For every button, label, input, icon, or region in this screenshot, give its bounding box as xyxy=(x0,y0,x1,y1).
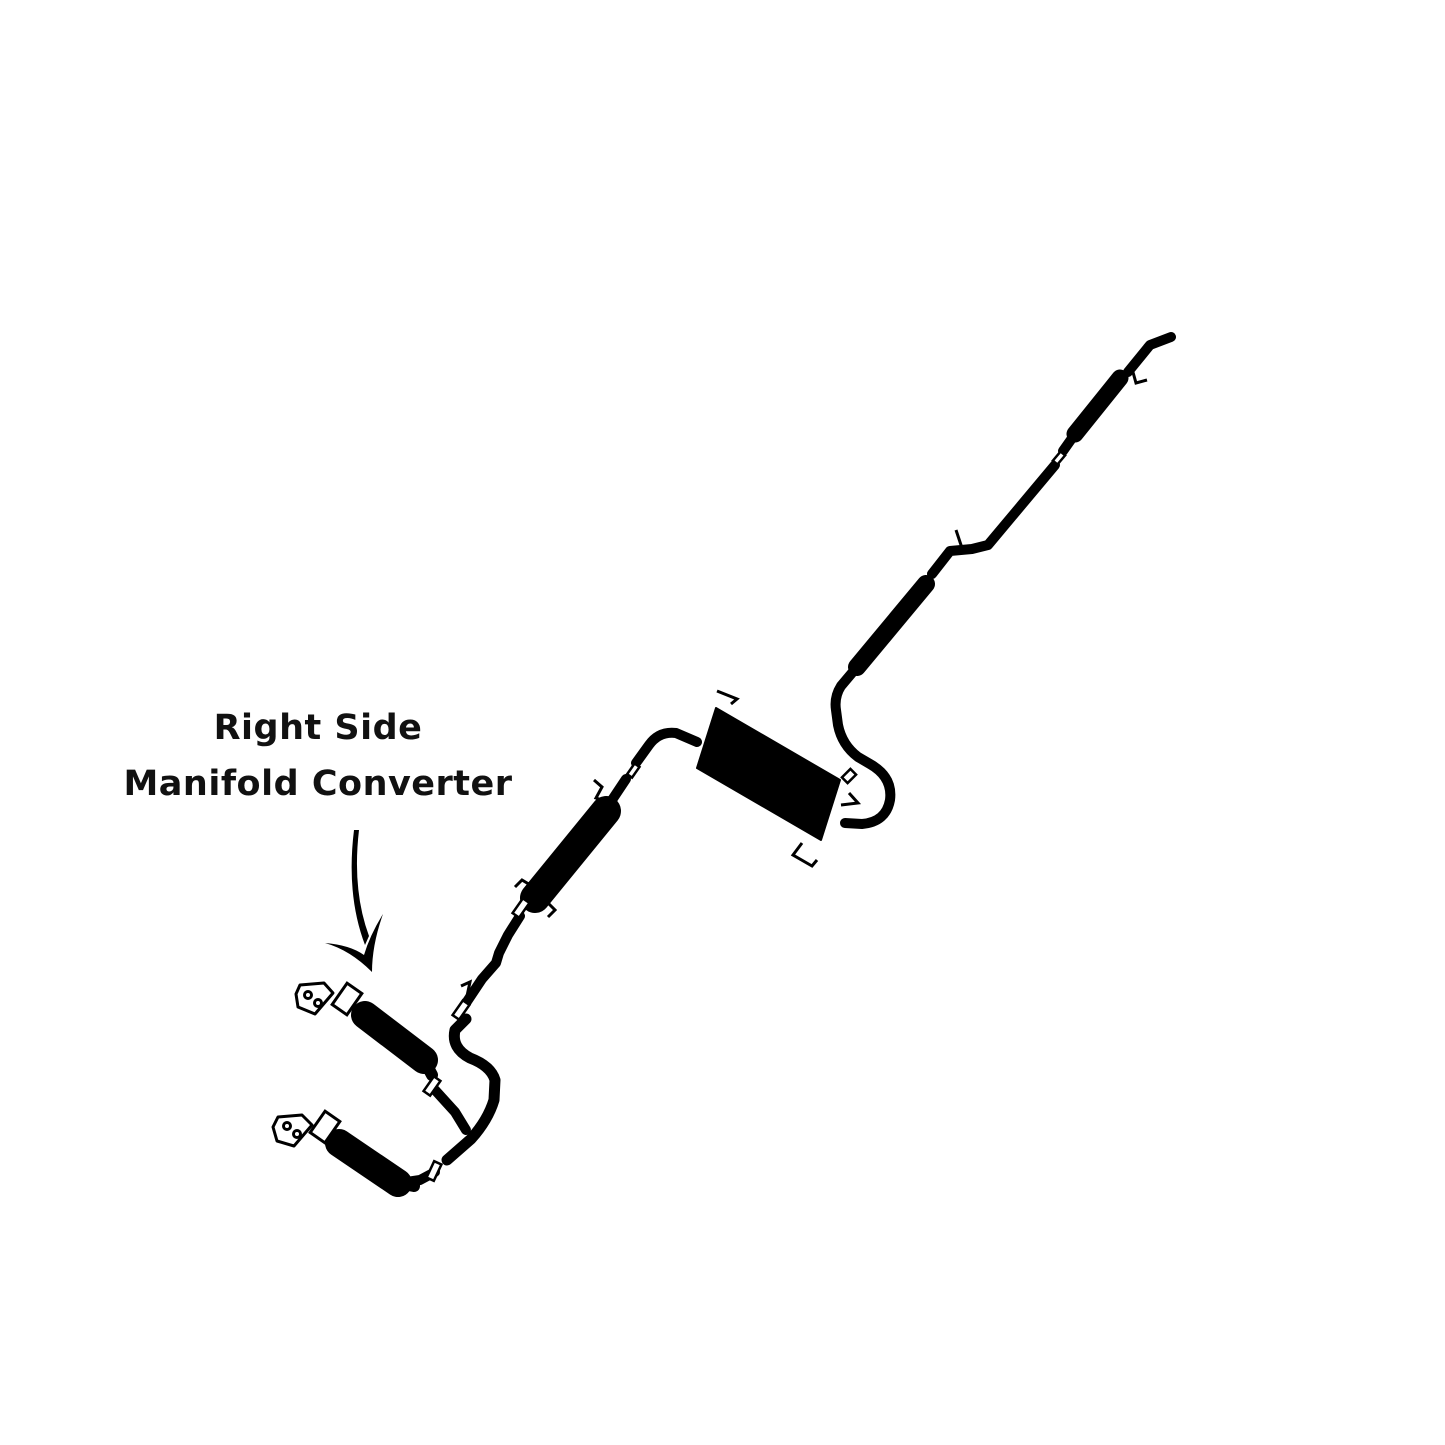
converter-flange-lower xyxy=(308,1109,342,1145)
tailpipe-section xyxy=(1058,429,1080,456)
right-side-manifold-converter xyxy=(351,1001,438,1074)
manifold-flange-hole xyxy=(292,1129,302,1139)
manifold-flange-hole xyxy=(313,998,323,1008)
tailpipe xyxy=(1123,332,1176,377)
annotation-title-line2: Manifold Converter xyxy=(123,764,513,804)
hanger-bracket-icon xyxy=(954,529,964,549)
front-resonator xyxy=(520,796,621,913)
clamp-icon xyxy=(1051,449,1067,467)
converter-flange-upper xyxy=(330,981,364,1017)
intermediate-pipe xyxy=(631,727,702,768)
clamp-icon xyxy=(421,1074,443,1098)
converter-outlet-upper xyxy=(418,1054,438,1081)
annotation-title-line1: Right Side xyxy=(213,708,423,748)
manifold-flange-hole xyxy=(303,990,313,1000)
front-pipe xyxy=(461,911,525,1008)
hanger-bracket-icon xyxy=(460,979,478,999)
y-pipe-branch-upper xyxy=(430,1085,471,1135)
clamp-icon xyxy=(510,896,532,920)
y-pipe-main xyxy=(441,1013,501,1166)
hanger-bracket-icon xyxy=(593,778,612,805)
rear-pipe-section xyxy=(927,460,1060,579)
manifold-flange-icon xyxy=(271,1113,314,1148)
clamp-icon xyxy=(450,998,472,1022)
clamp-icon xyxy=(840,767,858,785)
left-side-manifold-converter xyxy=(325,1129,412,1197)
hanger-bracket-icon xyxy=(790,842,819,868)
clamp-icon xyxy=(424,1159,444,1183)
hanger-bracket-icon xyxy=(543,898,558,919)
hanger-bracket-icon xyxy=(1129,364,1148,385)
manifold-flange-hole xyxy=(282,1121,292,1131)
hanger-bracket-icon xyxy=(513,878,538,891)
curved-arrow-icon xyxy=(325,830,383,972)
clamp-icon xyxy=(625,761,642,780)
converter-outlet-lower xyxy=(392,1177,420,1192)
tail-resonator xyxy=(1066,369,1129,443)
over-axle-pipe xyxy=(830,662,896,829)
hanger-bracket-icon xyxy=(716,689,740,706)
hanger-bracket-icon xyxy=(840,791,862,807)
mid-resonator xyxy=(848,575,935,676)
manifold-flange-icon xyxy=(294,981,335,1016)
main-muffler xyxy=(696,707,841,841)
intermediate-pipe-lower xyxy=(607,774,631,805)
